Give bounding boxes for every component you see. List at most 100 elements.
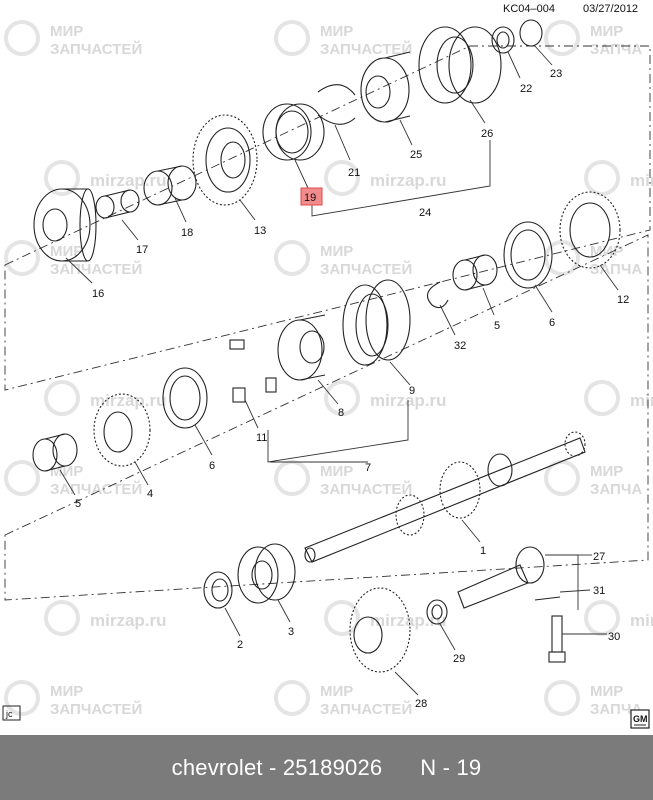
part-28-gear [349, 587, 411, 673]
watermark-name-line2: ЗАПЧАСТЕЙ [320, 40, 412, 58]
watermark-logo [274, 240, 310, 276]
part-25-synchro-hub [360, 51, 411, 123]
highlight-box-19 [300, 187, 323, 206]
label-part-9: 9 [409, 385, 415, 397]
watermark-layer: МИРЗАПЧАСТЕЙМИРЗАПЧАСТЕЙМИРЗАПЧАmirzap.r… [4, 20, 653, 718]
part-5-needle-bearing-upper [452, 254, 498, 291]
watermark-logo [4, 460, 40, 496]
part-22-washer [491, 26, 515, 54]
watermark-logo [324, 600, 360, 636]
watermark-logo [544, 240, 580, 276]
part-9-shift-sleeve [342, 279, 411, 366]
part-5-needle-bearing-lower [32, 433, 78, 472]
bracket-24 [311, 140, 491, 217]
part-17-sleeve [95, 189, 140, 219]
part-26-shift-sleeve [418, 26, 502, 104]
part-3-bearing [237, 543, 296, 604]
part-11-keys [229, 339, 277, 403]
watermark-logo [4, 680, 40, 716]
watermark-logo [274, 20, 310, 56]
watermark-logo [4, 20, 40, 56]
exploded-parts-diagram: МИРЗАПЧАСТЕЙМИРЗАПЧАСТЕЙМИРЗАПЧАmirzap.r… [2, 3, 653, 729]
watermark-logo [324, 380, 360, 416]
label-part-4: 4 [147, 488, 153, 500]
part-13-gear [192, 114, 258, 206]
part-16-bearing [33, 188, 97, 262]
watermark-name-line2: ЗАПЧА [590, 701, 642, 718]
watermark-url: mirzap.ru [370, 171, 447, 190]
part-32-snap-ring [426, 281, 449, 309]
bracket-27 [545, 554, 579, 610]
watermark-logo [44, 600, 80, 636]
bracket-7 [267, 400, 409, 463]
watermark-logo [44, 160, 80, 196]
watermark-url: mirzap.ru [90, 611, 167, 630]
watermark-logo [274, 460, 310, 496]
diagram-date: 03/27/2012 [583, 3, 638, 15]
part-18-needle-bearing [143, 165, 197, 206]
label-part-17: 17 [136, 244, 148, 256]
part-31-pin [534, 596, 561, 601]
part-2-seal [203, 571, 233, 609]
watermark-name-line2: ЗАПЧАСТЕЙ [50, 700, 142, 718]
label-part-26: 26 [481, 128, 493, 140]
diagram-code: KC04–004 [503, 3, 555, 15]
label-part-22: 22 [520, 83, 532, 95]
watermark-url: mirzap.ru [90, 171, 167, 190]
part-21-half-rings [317, 84, 356, 125]
watermark-logo [584, 600, 620, 636]
label-part-1: 1 [480, 545, 486, 557]
part-19-synchro-ring [262, 103, 325, 161]
watermark-name-line2: ЗАПЧА [590, 41, 642, 58]
label-part-28: 28 [415, 698, 427, 710]
gm-logo: GM [630, 709, 650, 729]
watermark-name-line1: МИР [590, 463, 623, 480]
part-6-synchro-ring-upper [503, 221, 553, 289]
corner-box-left: jc [2, 705, 21, 721]
watermark-name-line1: МИР [50, 243, 83, 260]
watermark-name-line2: ЗАПЧА [590, 261, 642, 278]
watermark-name-line2: ЗАПЧАСТЕЙ [320, 260, 412, 278]
watermark-name-line1: МИР [320, 463, 353, 480]
label-part-23: 23 [550, 68, 562, 80]
label-part-24: 24 [419, 207, 431, 219]
watermark-name-line1: МИР [50, 683, 83, 700]
label-part-11: 11 [256, 432, 267, 444]
watermark-name-line1: МИР [50, 23, 83, 40]
watermark-url: mirzap.ru [630, 391, 653, 410]
watermark-name-line1: МИР [320, 243, 353, 260]
label-part-27: 27 [593, 551, 605, 563]
watermark-name-line1: МИР [590, 683, 623, 700]
label-part-19: 19 [304, 192, 316, 204]
watermark-url: mirzap.ru [630, 171, 653, 190]
label-part-13: 13 [254, 225, 266, 237]
part-23-snap-ring [519, 19, 543, 47]
label-part-5-lower: 5 [75, 498, 81, 510]
label-part-8: 8 [338, 407, 344, 419]
part-labels: 16 17 18 13 19 21 24 25 26 22 23 12 6 5 … [75, 68, 629, 710]
label-part-31: 31 [593, 585, 605, 597]
part-27-idler-shaft [457, 546, 545, 609]
label-part-5-upper: 5 [494, 320, 500, 332]
label-part-32: 32 [454, 340, 466, 352]
part-8-synchro-hub [277, 314, 326, 381]
label-part-25: 25 [410, 149, 422, 161]
gm-logo-text: GM [633, 714, 648, 724]
watermark-url: mirzap.ru [370, 611, 447, 630]
watermark-logo [544, 20, 580, 56]
assembly-outline-lower [4, 234, 649, 601]
label-part-21: 21 [348, 167, 360, 179]
label-part-12: 12 [617, 294, 629, 306]
watermark-name-line1: МИР [320, 683, 353, 700]
watermark-name-line1: МИР [590, 243, 623, 260]
watermark-logo [544, 680, 580, 716]
part-4-gear [93, 393, 151, 467]
watermark-name-line2: ЗАПЧАСТЕЙ [50, 260, 142, 278]
watermark-logo [584, 160, 620, 196]
watermark-logo [274, 680, 310, 716]
watermark-logo [324, 160, 360, 196]
watermark-name-line1: МИР [320, 23, 353, 40]
watermark-logo [584, 380, 620, 416]
watermark-name-line2: ЗАПЧАСТЕЙ [50, 480, 142, 498]
